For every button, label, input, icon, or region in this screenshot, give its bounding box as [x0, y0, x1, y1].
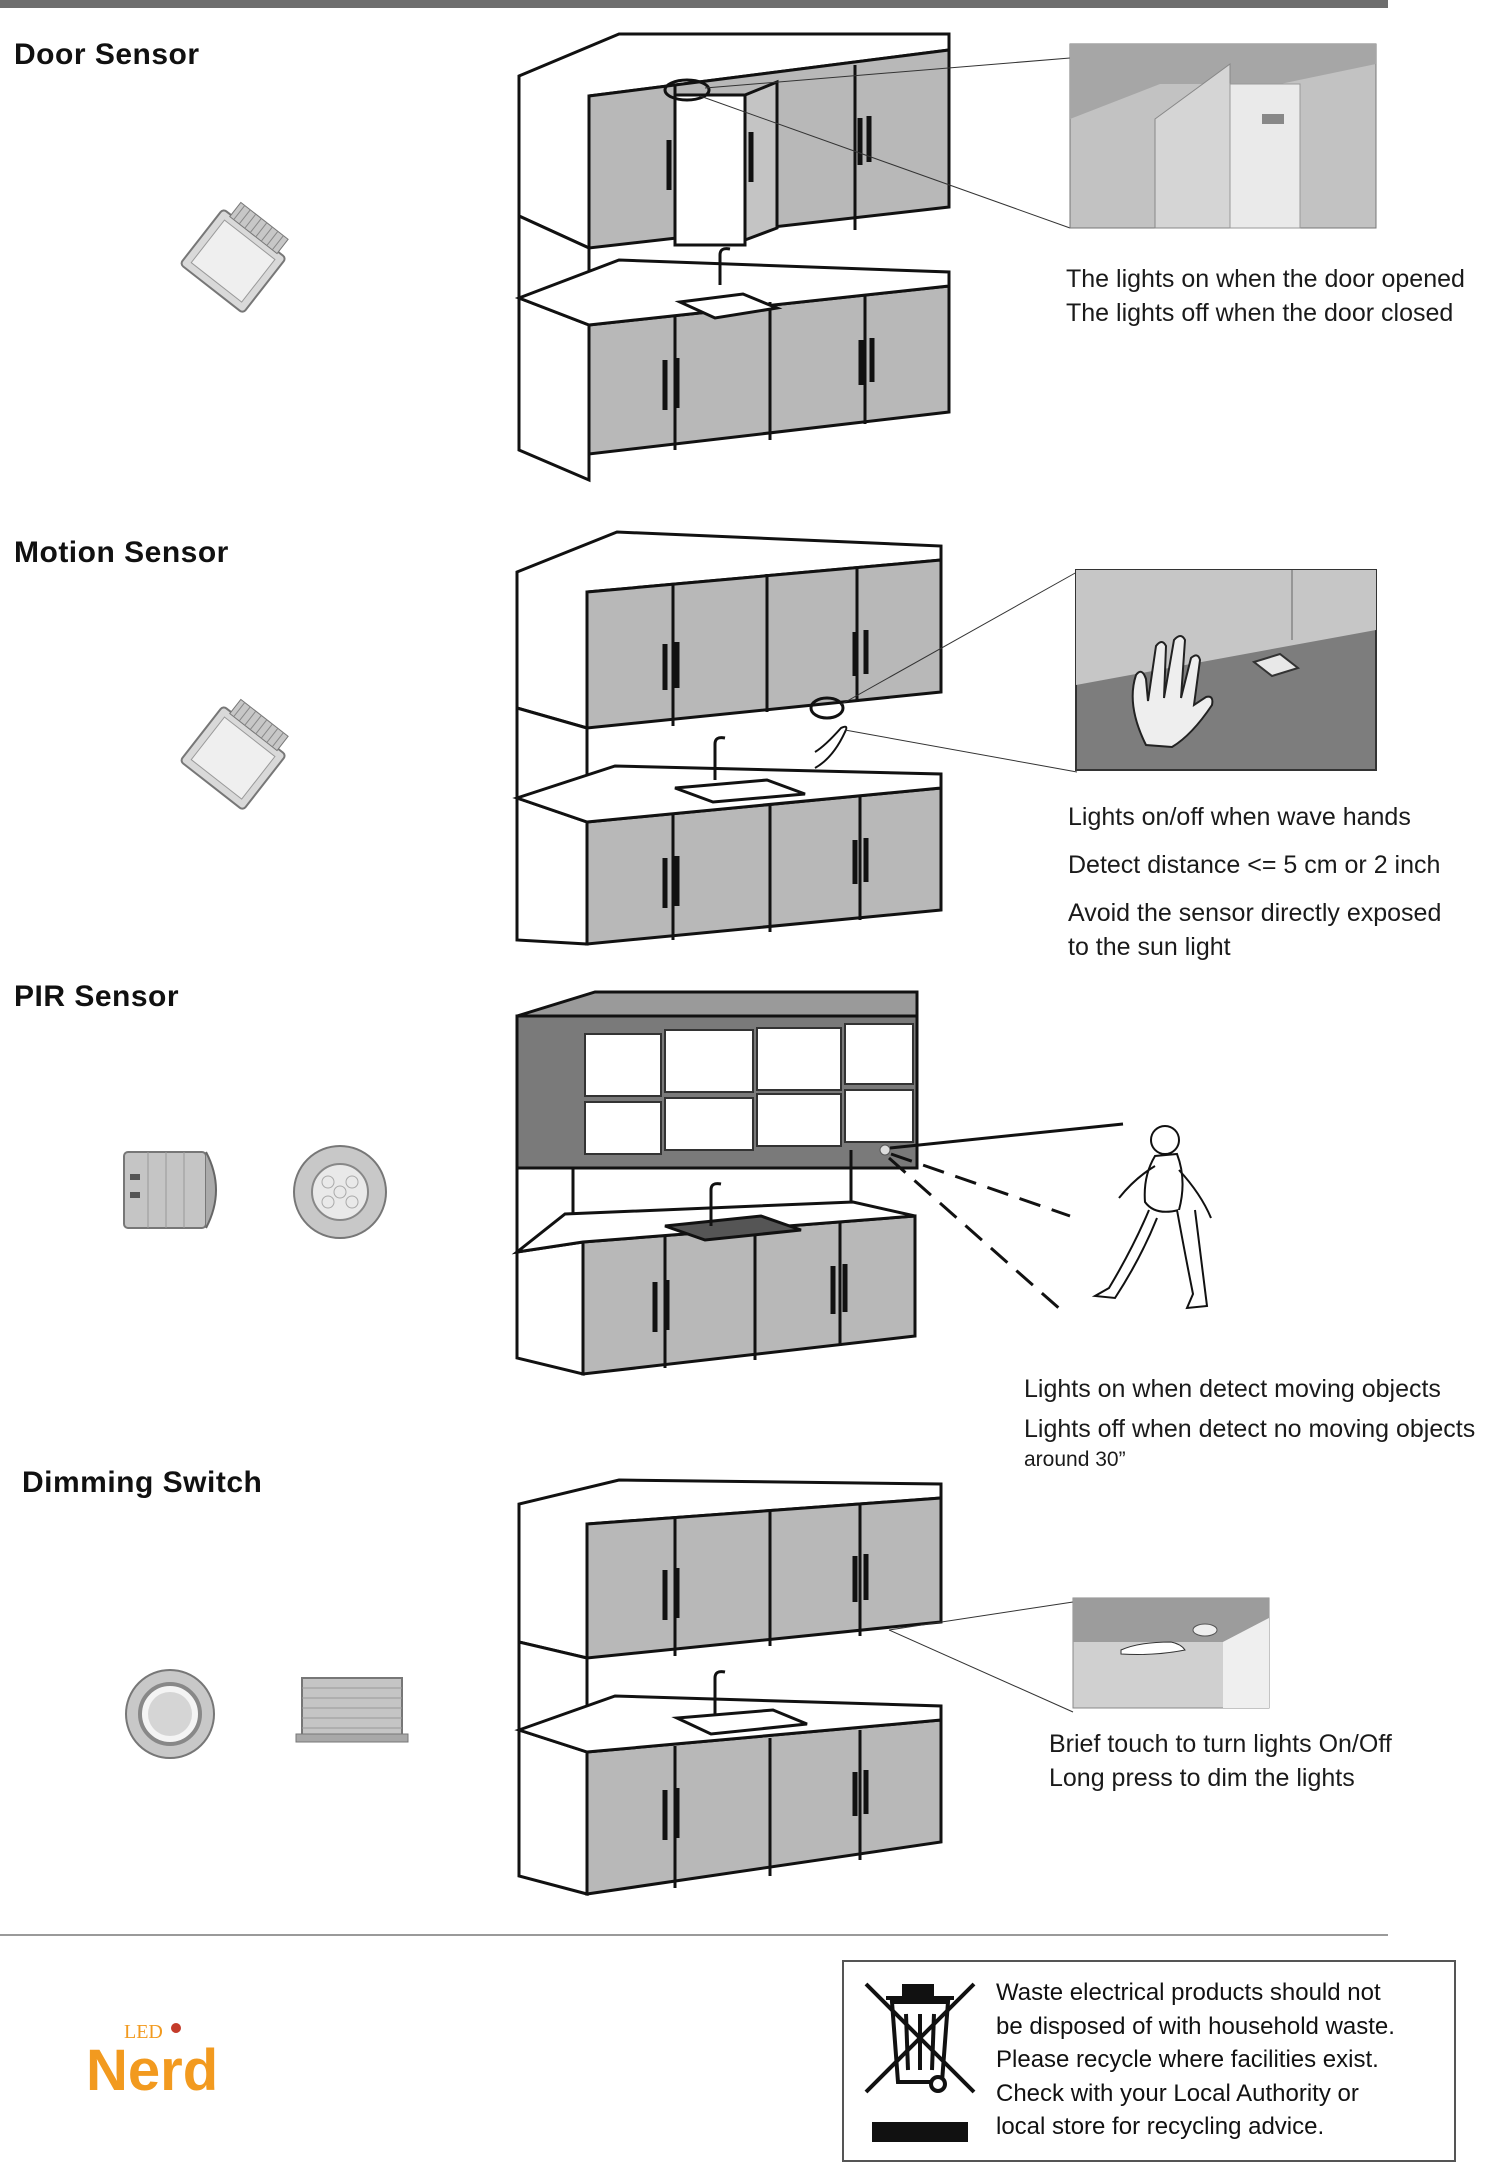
motion-sensor-description: Lights on/off when wave hands Detect dis…	[1068, 800, 1441, 964]
pir-sensor-line-2: Lights off when detect no moving objects	[1024, 1415, 1476, 1443]
motion-sensor-icon	[180, 698, 289, 810]
weee-line-1: Waste electrical products should not	[996, 1979, 1381, 2006]
brand-logo-small-text: LED	[124, 2021, 163, 2043]
weee-line-3: Please recycle where facilities exist.	[996, 2046, 1379, 2073]
door-sensor-line-1: The lights on when the door opened	[1066, 265, 1465, 293]
door-sensor-line-2: The lights off when the door closed	[1066, 299, 1454, 327]
heading-pir-sensor: PIR Sensor	[14, 980, 180, 1013]
door-sensor-detail-view	[1069, 43, 1377, 229]
dimming-switch-detail-view	[1072, 1597, 1270, 1709]
dimming-switch-icon	[125, 1669, 215, 1759]
weee-line-2: be disposed of with household waste.	[996, 2012, 1395, 2040]
door-sensor-cabinet-illustration	[514, 32, 1071, 483]
brand-logo: LED Nerd	[86, 2021, 218, 2103]
heading-dimming-switch: Dimming Switch	[22, 1466, 263, 1499]
door-sensor-description: The lights on when the door opened The l…	[1066, 262, 1465, 330]
dimming-switch-line-2: Long press to dim the lights	[1049, 1764, 1355, 1792]
bottom-rule	[0, 1934, 1388, 1936]
weee-notice-box	[842, 1960, 1456, 2162]
door-sensor-icon	[180, 201, 289, 313]
dimming-switch-cabinet-illustration	[514, 1478, 1074, 1896]
weee-line-4: Check with your Local Authority or	[996, 2079, 1359, 2107]
pir-sensor-line-3: around 30”	[1024, 1448, 1126, 1471]
heading-motion-sensor: Motion Sensor	[14, 536, 229, 569]
brand-logo-large-text: Nerd	[86, 2038, 218, 2103]
motion-sensor-detail-view	[1075, 569, 1377, 771]
heading-door-sensor: Door Sensor	[14, 38, 200, 71]
motion-sensor-line-4: to the sun light	[1068, 933, 1231, 961]
motion-sensor-cabinet-illustration	[512, 530, 1078, 946]
dimming-switch-side-icon	[295, 1677, 409, 1743]
pir-sensor-description: Lights on when detect moving objects Lig…	[1024, 1372, 1475, 1474]
dimming-switch-description: Brief touch to turn lights On/Off Long p…	[1049, 1727, 1392, 1795]
pir-sensor-line-1: Lights on when detect moving objects	[1024, 1375, 1441, 1403]
dimming-switch-line-1: Brief touch to turn lights On/Off	[1049, 1730, 1392, 1758]
pir-sensor-cabinet-illustration	[511, 990, 1212, 1376]
weee-notice-text: Waste electrical products should not be …	[996, 1976, 1395, 2144]
pir-sensor-icon	[293, 1145, 387, 1239]
top-rule	[0, 0, 1388, 8]
weee-line-5: local store for recycling advice.	[996, 2113, 1325, 2140]
pir-sensor-side-icon	[123, 1151, 217, 1229]
motion-sensor-line-3: Avoid the sensor directly exposed	[1068, 899, 1442, 927]
crossed-bin-icon	[864, 1982, 976, 2142]
motion-sensor-line-2: Detect distance <= 5 cm or 2 inch	[1068, 851, 1441, 879]
motion-sensor-line-1: Lights on/off when wave hands	[1068, 803, 1411, 831]
